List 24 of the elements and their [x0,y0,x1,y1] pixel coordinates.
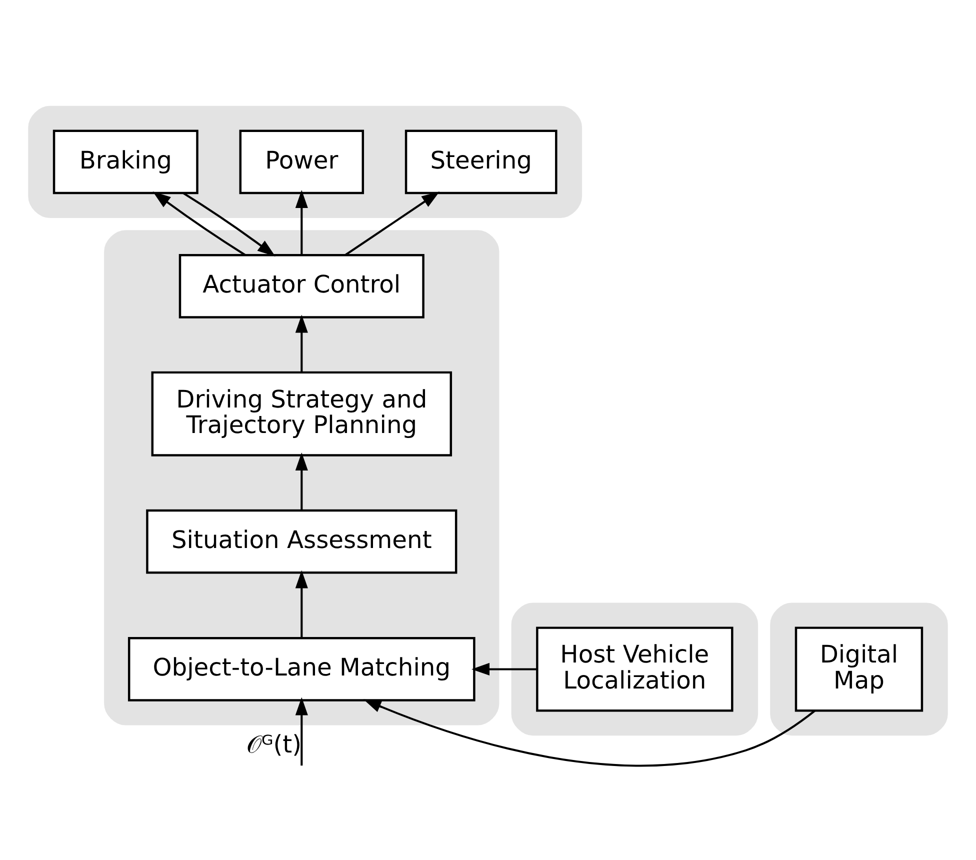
arrow [295,697,308,766]
arrow [295,452,308,510]
arrow [472,662,538,676]
arrow [363,699,816,767]
node-box: Power [239,130,364,194]
cluster [511,602,758,736]
node-box: Host Vehicle Localization [536,626,734,712]
edge-label: 𝒪ᴳ(t) [246,730,302,758]
arrow [182,192,276,256]
arrow [295,190,308,255]
arrow [295,314,308,372]
cluster [104,230,500,726]
node-box: Situation Assessment [146,509,458,574]
node-box: Object-to-Lane Matching [128,637,476,702]
cluster [770,602,948,736]
arrow [344,192,440,256]
node-box: Driving Strategy and Trajectory Planning [151,371,452,456]
node-box: Digital Map [794,626,924,712]
node-box: Actuator Control [178,254,424,318]
node-box: Braking [52,130,198,194]
cluster [28,106,582,218]
node-box: Steering [404,130,558,194]
arrow [295,570,308,638]
arrow [152,191,246,256]
